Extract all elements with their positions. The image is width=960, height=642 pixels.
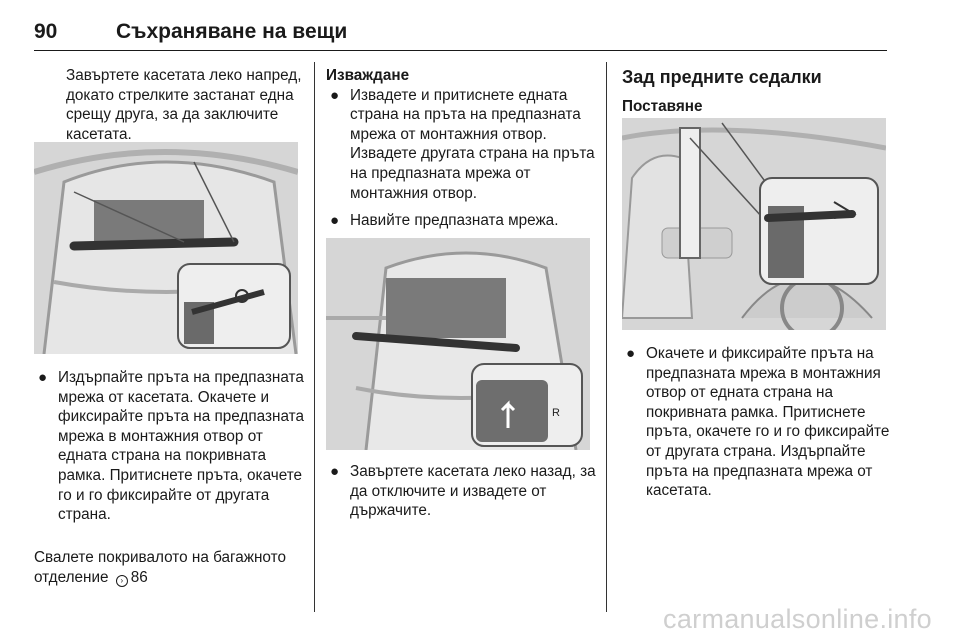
bullet-text: Извадете и притиснете едната страна на п…: [350, 86, 595, 202]
figure-3: [622, 118, 886, 330]
bullet-text: Издърпайте пръта на предпазната мрежа от…: [58, 369, 304, 524]
col2-bullet-3: ● Завъртете касетата леко назад, за да о…: [326, 462, 598, 521]
col2-text: Изваждане ● Извадете и притиснете едната…: [326, 66, 598, 231]
section-heading: Изваждане: [326, 67, 410, 84]
section-heading: Зад предните седалки: [622, 67, 822, 87]
page-title: Съхраняване на вещи: [116, 20, 348, 43]
page-header: 90 Съхраняване на вещи: [34, 14, 887, 51]
col3-bullet-1: ● Окачете и фиксирайте пръта на предпазн…: [622, 344, 892, 501]
figure-2: R: [326, 238, 590, 450]
watermark: carmanualsonline.info: [663, 604, 932, 634]
bullet-item: ● Навийте предпазната мрежа.: [326, 211, 598, 231]
bullet-dot-icon: ●: [330, 212, 340, 230]
bullet-item: ● Извадете и притиснете едната страна на…: [326, 86, 598, 204]
bullet-item: ● Окачете и фиксирайте пръта на предпазн…: [622, 344, 892, 501]
col1-note: Свалете покривалото на багажното отделен…: [34, 548, 310, 587]
note-ref[interactable]: 86: [130, 568, 148, 586]
subsection-heading: Поставяне: [622, 98, 703, 115]
col1-intro: Завъртете касетата леко напред, докато с…: [66, 66, 306, 144]
intro-paragraph: Завъртете касетата леко напред, докато с…: [66, 67, 302, 143]
reference-note: Свалете покривалото на багажното отделен…: [34, 548, 310, 587]
bullet-dot-icon: ●: [626, 345, 636, 362]
figure-label: R: [552, 407, 560, 419]
bullet-text: Окачете и фиксирайте пръта на предпазнат…: [646, 345, 890, 500]
col3-headings: Зад предните седалки Поставяне: [622, 66, 890, 117]
bullet-item: ● Издърпайте пръта на предпазната мрежа …: [34, 368, 310, 525]
bullet-text: Навийте предпазната мрежа.: [350, 212, 559, 230]
bullet-item: ● Завъртете касетата леко назад, за да о…: [326, 462, 598, 521]
arrow-ref-icon[interactable]: ›: [115, 574, 128, 587]
bullet-dot-icon: ●: [38, 369, 48, 386]
bullet-dot-icon: ●: [330, 463, 340, 480]
note-text: Свалете покривалото на багажното отделен…: [34, 549, 286, 586]
col1-bullet-1: ● Издърпайте пръта на предпазната мрежа …: [34, 368, 310, 525]
column-divider-2: [606, 62, 607, 612]
figure-1: [34, 142, 298, 354]
column-divider-1: [314, 62, 315, 612]
bullet-text: Завъртете касетата леко назад, за да отк…: [350, 463, 596, 520]
page-number: 90: [34, 20, 58, 43]
bullet-dot-icon: ●: [330, 86, 340, 104]
